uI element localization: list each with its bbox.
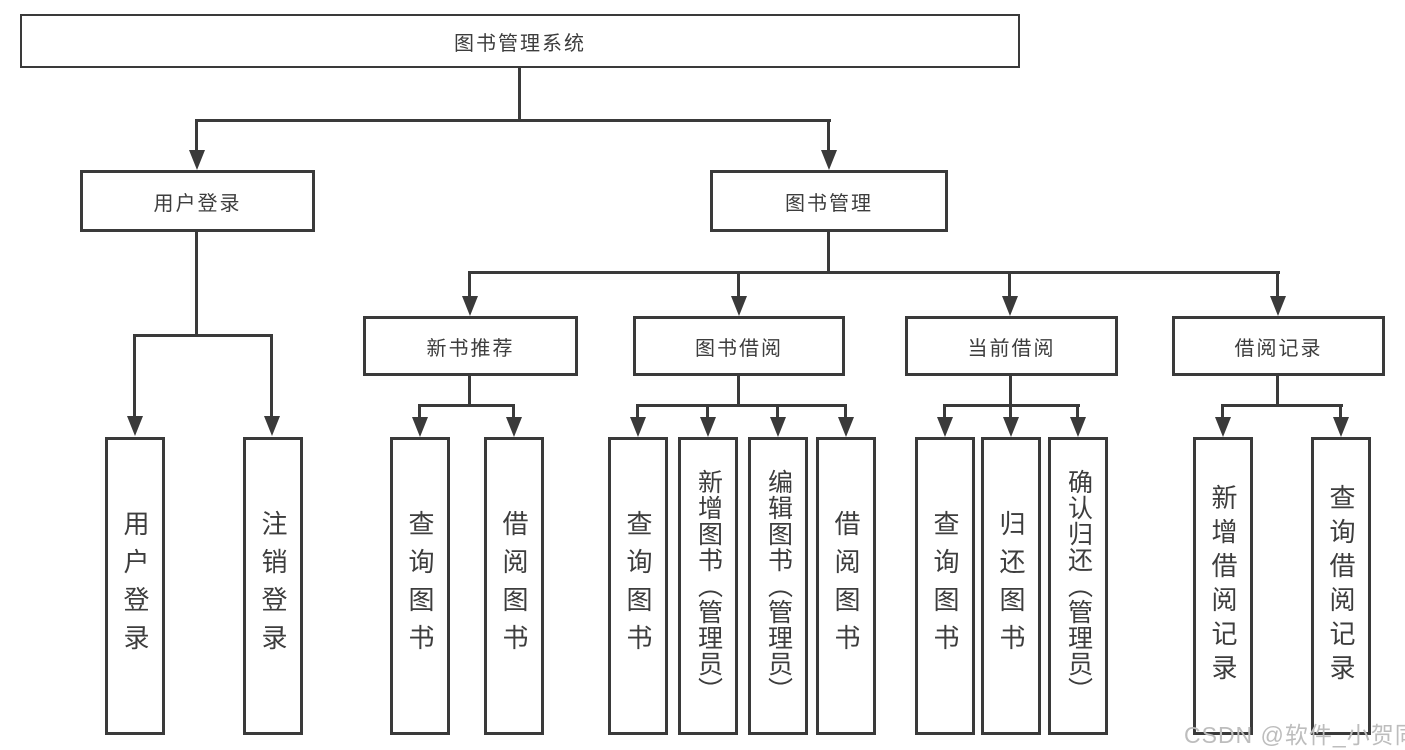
arrowhead-down bbox=[127, 416, 143, 436]
connector-drop bbox=[270, 334, 273, 418]
leaf-borrow-books-recommend: 借阅图书 bbox=[484, 437, 544, 735]
leaf-label: 查询图书 bbox=[405, 510, 435, 662]
node-borrowing-records: 借阅记录 bbox=[1172, 316, 1385, 376]
node-root: 图书管理系统 bbox=[20, 14, 1020, 68]
leaf-return-books: 归还图书 bbox=[981, 437, 1041, 735]
connector-drop bbox=[468, 271, 471, 298]
arrowhead-down bbox=[1002, 296, 1018, 316]
connector-drop bbox=[195, 119, 198, 152]
arrowhead-down bbox=[412, 417, 428, 437]
leaf-borrow-books-borrowing: 借阅图书 bbox=[816, 437, 876, 735]
arrowhead-down bbox=[700, 417, 716, 437]
connector-drop bbox=[1076, 404, 1079, 419]
leaf-label: 查询图书 bbox=[930, 510, 960, 662]
connector-drop bbox=[827, 119, 830, 152]
arrowhead-down bbox=[821, 150, 837, 170]
leaf-query-borrow-record: 查询借阅记录 bbox=[1311, 437, 1371, 735]
node-label: 用户登录 bbox=[153, 192, 242, 215]
connector-stem bbox=[737, 374, 740, 406]
node-book-borrowing: 图书借阅 bbox=[633, 316, 845, 376]
connector-stem bbox=[827, 230, 830, 274]
connector-drop bbox=[636, 404, 639, 419]
node-root-label: 图书管理系统 bbox=[454, 32, 586, 55]
connector-root-stem bbox=[518, 68, 521, 121]
connector-stem bbox=[195, 230, 198, 336]
node-current-borrowing: 当前借阅 bbox=[905, 316, 1118, 376]
connector-bar bbox=[418, 404, 515, 407]
connector-root-bar bbox=[195, 119, 831, 122]
arrowhead-down bbox=[1270, 296, 1286, 316]
arrowhead-down bbox=[937, 417, 953, 437]
arrowhead-down bbox=[264, 416, 280, 436]
leaf-label: 注销登录 bbox=[258, 510, 288, 662]
arrowhead-down bbox=[506, 417, 522, 437]
leaf-label: 查询图书 bbox=[623, 510, 653, 662]
arrowhead-down bbox=[1070, 417, 1086, 437]
connector-stem bbox=[1009, 374, 1012, 406]
arrowhead-down bbox=[1003, 417, 1019, 437]
arrowhead-down bbox=[462, 296, 478, 316]
connector-bar bbox=[133, 334, 273, 337]
leaf-label: 查询借阅记录 bbox=[1326, 484, 1356, 688]
connector-bar bbox=[468, 271, 1280, 274]
arrowhead-down bbox=[630, 417, 646, 437]
node-label: 图书借阅 bbox=[695, 337, 783, 360]
leaf-query-books-borrowing: 查询图书 bbox=[608, 437, 668, 735]
leaf-label: 新增图书（管理员） bbox=[694, 469, 723, 703]
arrowhead-down bbox=[838, 417, 854, 437]
leaf-add-borrow-record: 新增借阅记录 bbox=[1193, 437, 1253, 735]
leaf-label: 归还图书 bbox=[996, 510, 1026, 662]
arrowhead-down bbox=[189, 150, 205, 170]
connector-drop bbox=[943, 404, 946, 419]
leaf-user-login: 用户登录 bbox=[105, 437, 165, 735]
connector-drop bbox=[737, 271, 740, 298]
connector-bar bbox=[636, 404, 847, 407]
leaf-confirm-return-admin: 确认归还（管理员） bbox=[1048, 437, 1108, 735]
watermark-text: CSDN @软件_小贺同学 bbox=[1184, 722, 1405, 748]
arrowhead-down bbox=[1215, 417, 1231, 437]
leaf-edit-book-admin: 编辑图书（管理员） bbox=[748, 437, 808, 735]
connector-drop bbox=[1339, 404, 1342, 419]
connector-stem bbox=[1276, 374, 1279, 406]
arrowhead-down bbox=[731, 296, 747, 316]
connector-bar bbox=[1221, 404, 1343, 407]
leaf-query-books-current: 查询图书 bbox=[915, 437, 975, 735]
leaf-label: 编辑图书（管理员） bbox=[764, 469, 793, 703]
leaf-label: 借阅图书 bbox=[499, 510, 529, 662]
arrowhead-down bbox=[770, 417, 786, 437]
leaf-label: 新增借阅记录 bbox=[1208, 484, 1238, 688]
node-new-book-recommend: 新书推荐 bbox=[363, 316, 578, 376]
connector-drop bbox=[706, 404, 709, 419]
connector-drop bbox=[1221, 404, 1224, 419]
leaf-logout: 注销登录 bbox=[243, 437, 303, 735]
connector-drop bbox=[133, 334, 136, 418]
leaf-add-book-admin: 新增图书（管理员） bbox=[678, 437, 738, 735]
leaf-label: 用户登录 bbox=[120, 510, 150, 662]
leaf-label: 确认归还（管理员） bbox=[1064, 469, 1093, 703]
node-label: 图书管理 bbox=[785, 192, 873, 215]
node-label: 新书推荐 bbox=[426, 337, 515, 360]
connector-drop bbox=[418, 404, 421, 419]
connector-drop bbox=[1008, 271, 1011, 298]
connector-drop bbox=[1276, 271, 1279, 298]
leaf-label: 借阅图书 bbox=[831, 510, 861, 662]
node-book-management: 图书管理 bbox=[710, 170, 948, 232]
connector-stem bbox=[468, 374, 471, 406]
connector-drop bbox=[844, 404, 847, 419]
arrowhead-down bbox=[1333, 417, 1349, 437]
connector-drop bbox=[776, 404, 779, 419]
connector-drop bbox=[512, 404, 515, 419]
node-user-login: 用户登录 bbox=[80, 170, 315, 232]
node-label: 借阅记录 bbox=[1234, 337, 1323, 360]
node-label: 当前借阅 bbox=[967, 337, 1056, 360]
leaf-query-books-recommend: 查询图书 bbox=[390, 437, 450, 735]
connector-drop bbox=[1009, 404, 1012, 419]
